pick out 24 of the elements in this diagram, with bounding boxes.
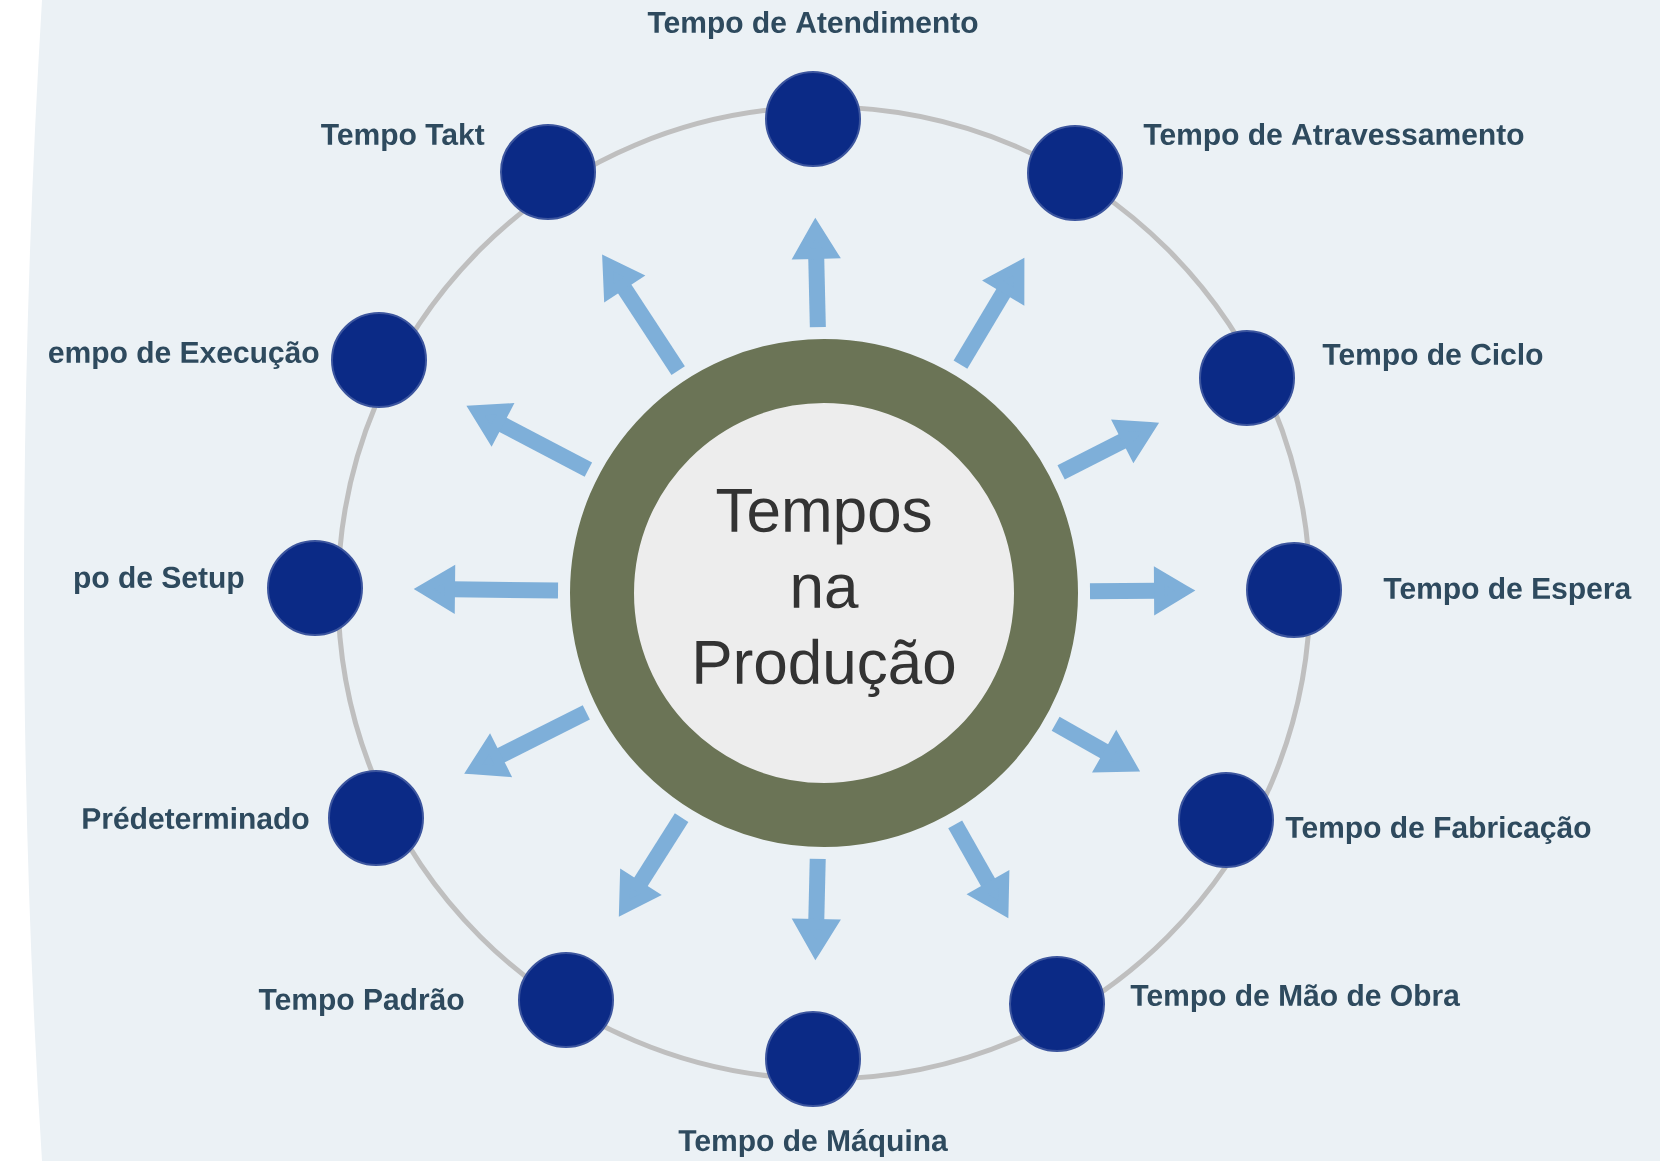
node-label: Tempo de Atravessamento <box>1143 123 1524 151</box>
node-label: Tempo de Atendimento <box>647 11 978 39</box>
node-label: Tempo de Ciclo <box>1322 343 1543 371</box>
circle-marker <box>1009 956 1105 1052</box>
node-label: Tempo Padrão <box>258 988 464 1016</box>
node-label: empo de Execução <box>49 341 319 369</box>
node-label: Tempo de Fabricação <box>1285 816 1591 844</box>
node-label: Tempo de Espera <box>1383 577 1632 605</box>
node-label: Tempo Takt <box>321 123 485 151</box>
circle-marker <box>1199 330 1295 426</box>
circle-marker <box>500 124 596 220</box>
circle-marker <box>1178 772 1274 868</box>
circle-marker <box>331 312 427 408</box>
node-label: po de Setup <box>75 566 244 594</box>
circle-marker <box>1027 125 1123 221</box>
circle-marker <box>1246 542 1342 638</box>
node-label: Prédeterminado <box>83 806 309 830</box>
circle-marker <box>267 540 363 636</box>
circle-marker <box>765 1011 861 1107</box>
circle-marker <box>765 71 861 167</box>
circle-marker <box>518 952 614 1048</box>
node-label: Tempo de Máquina <box>678 1128 948 1158</box>
node-label: Tempo de Mão de Obra <box>1130 984 1461 1012</box>
circle-marker <box>328 770 424 866</box>
